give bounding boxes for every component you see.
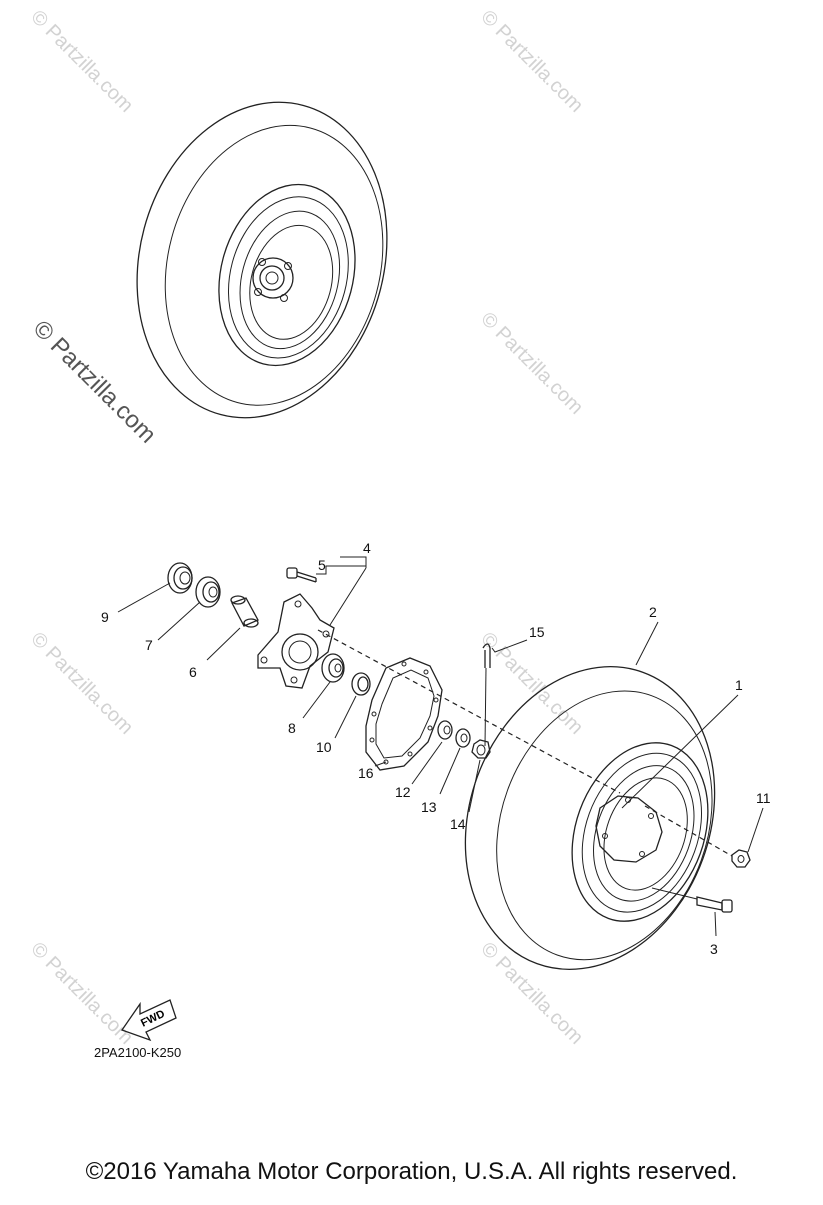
watermark: © Partzilla.com xyxy=(476,938,587,1049)
callout-12: 12 xyxy=(395,784,411,800)
callout-4: 4 xyxy=(363,540,371,556)
hub-assembly xyxy=(257,593,335,689)
tire-valve xyxy=(651,887,733,913)
watermark: © Partzilla.com xyxy=(26,938,137,1049)
castle-nut xyxy=(471,739,491,759)
callout-5: 5 xyxy=(318,557,326,573)
drawing-code: 2PA2100-K250 xyxy=(94,1045,181,1060)
tire xyxy=(464,666,716,970)
oil-seal-inner xyxy=(351,672,371,696)
brake-disc xyxy=(365,657,443,771)
leader-lines xyxy=(117,556,764,937)
callout-10: 10 xyxy=(316,739,332,755)
watermark: © Partzilla.com xyxy=(26,628,137,739)
cotter-pin xyxy=(482,643,491,668)
fwd-label: FWD xyxy=(139,1008,167,1030)
copyright-notice: ©2016 Yamaha Motor Corporation, U.S.A. A… xyxy=(85,1158,738,1185)
bearing-outer xyxy=(195,576,221,608)
bearing-inner xyxy=(321,653,345,683)
washer xyxy=(455,728,471,748)
callout-8: 8 xyxy=(288,720,296,736)
watermark-main: © Partzilla.com xyxy=(28,315,161,448)
callout-6: 6 xyxy=(189,664,197,680)
oil-seal-outer xyxy=(167,562,193,594)
callout-7: 7 xyxy=(145,637,153,653)
upper-hub xyxy=(252,257,294,302)
callout-11: 11 xyxy=(756,790,771,806)
watermarks: © Partzilla.com © Partzilla.com © Partzi… xyxy=(26,6,587,1049)
callout-9: 9 xyxy=(101,609,109,625)
wheel-rim xyxy=(571,742,709,922)
callout-16: 16 xyxy=(358,765,374,781)
callout-labels: 1 2 3 4 5 6 7 8 9 10 11 12 13 14 15 16 xyxy=(101,540,771,957)
collar xyxy=(437,720,453,740)
spacer xyxy=(230,595,259,628)
hub-bolt xyxy=(286,567,317,583)
watermark: © Partzilla.com xyxy=(476,6,587,117)
callout-2: 2 xyxy=(649,604,657,620)
callout-1: 1 xyxy=(735,677,743,693)
callout-15: 15 xyxy=(529,624,545,640)
upper-tire xyxy=(136,101,388,419)
watermark: © Partzilla.com xyxy=(476,628,587,739)
wheel-nut xyxy=(731,849,751,868)
callout-3: 3 xyxy=(710,941,718,957)
axle-centerline xyxy=(317,629,621,794)
stud-centerline xyxy=(644,805,733,857)
assembled-wheel xyxy=(136,101,388,419)
callout-14: 14 xyxy=(450,816,466,832)
watermark: © Partzilla.com xyxy=(26,6,137,117)
callout-13: 13 xyxy=(421,799,437,815)
watermark: © Partzilla.com xyxy=(476,308,587,419)
